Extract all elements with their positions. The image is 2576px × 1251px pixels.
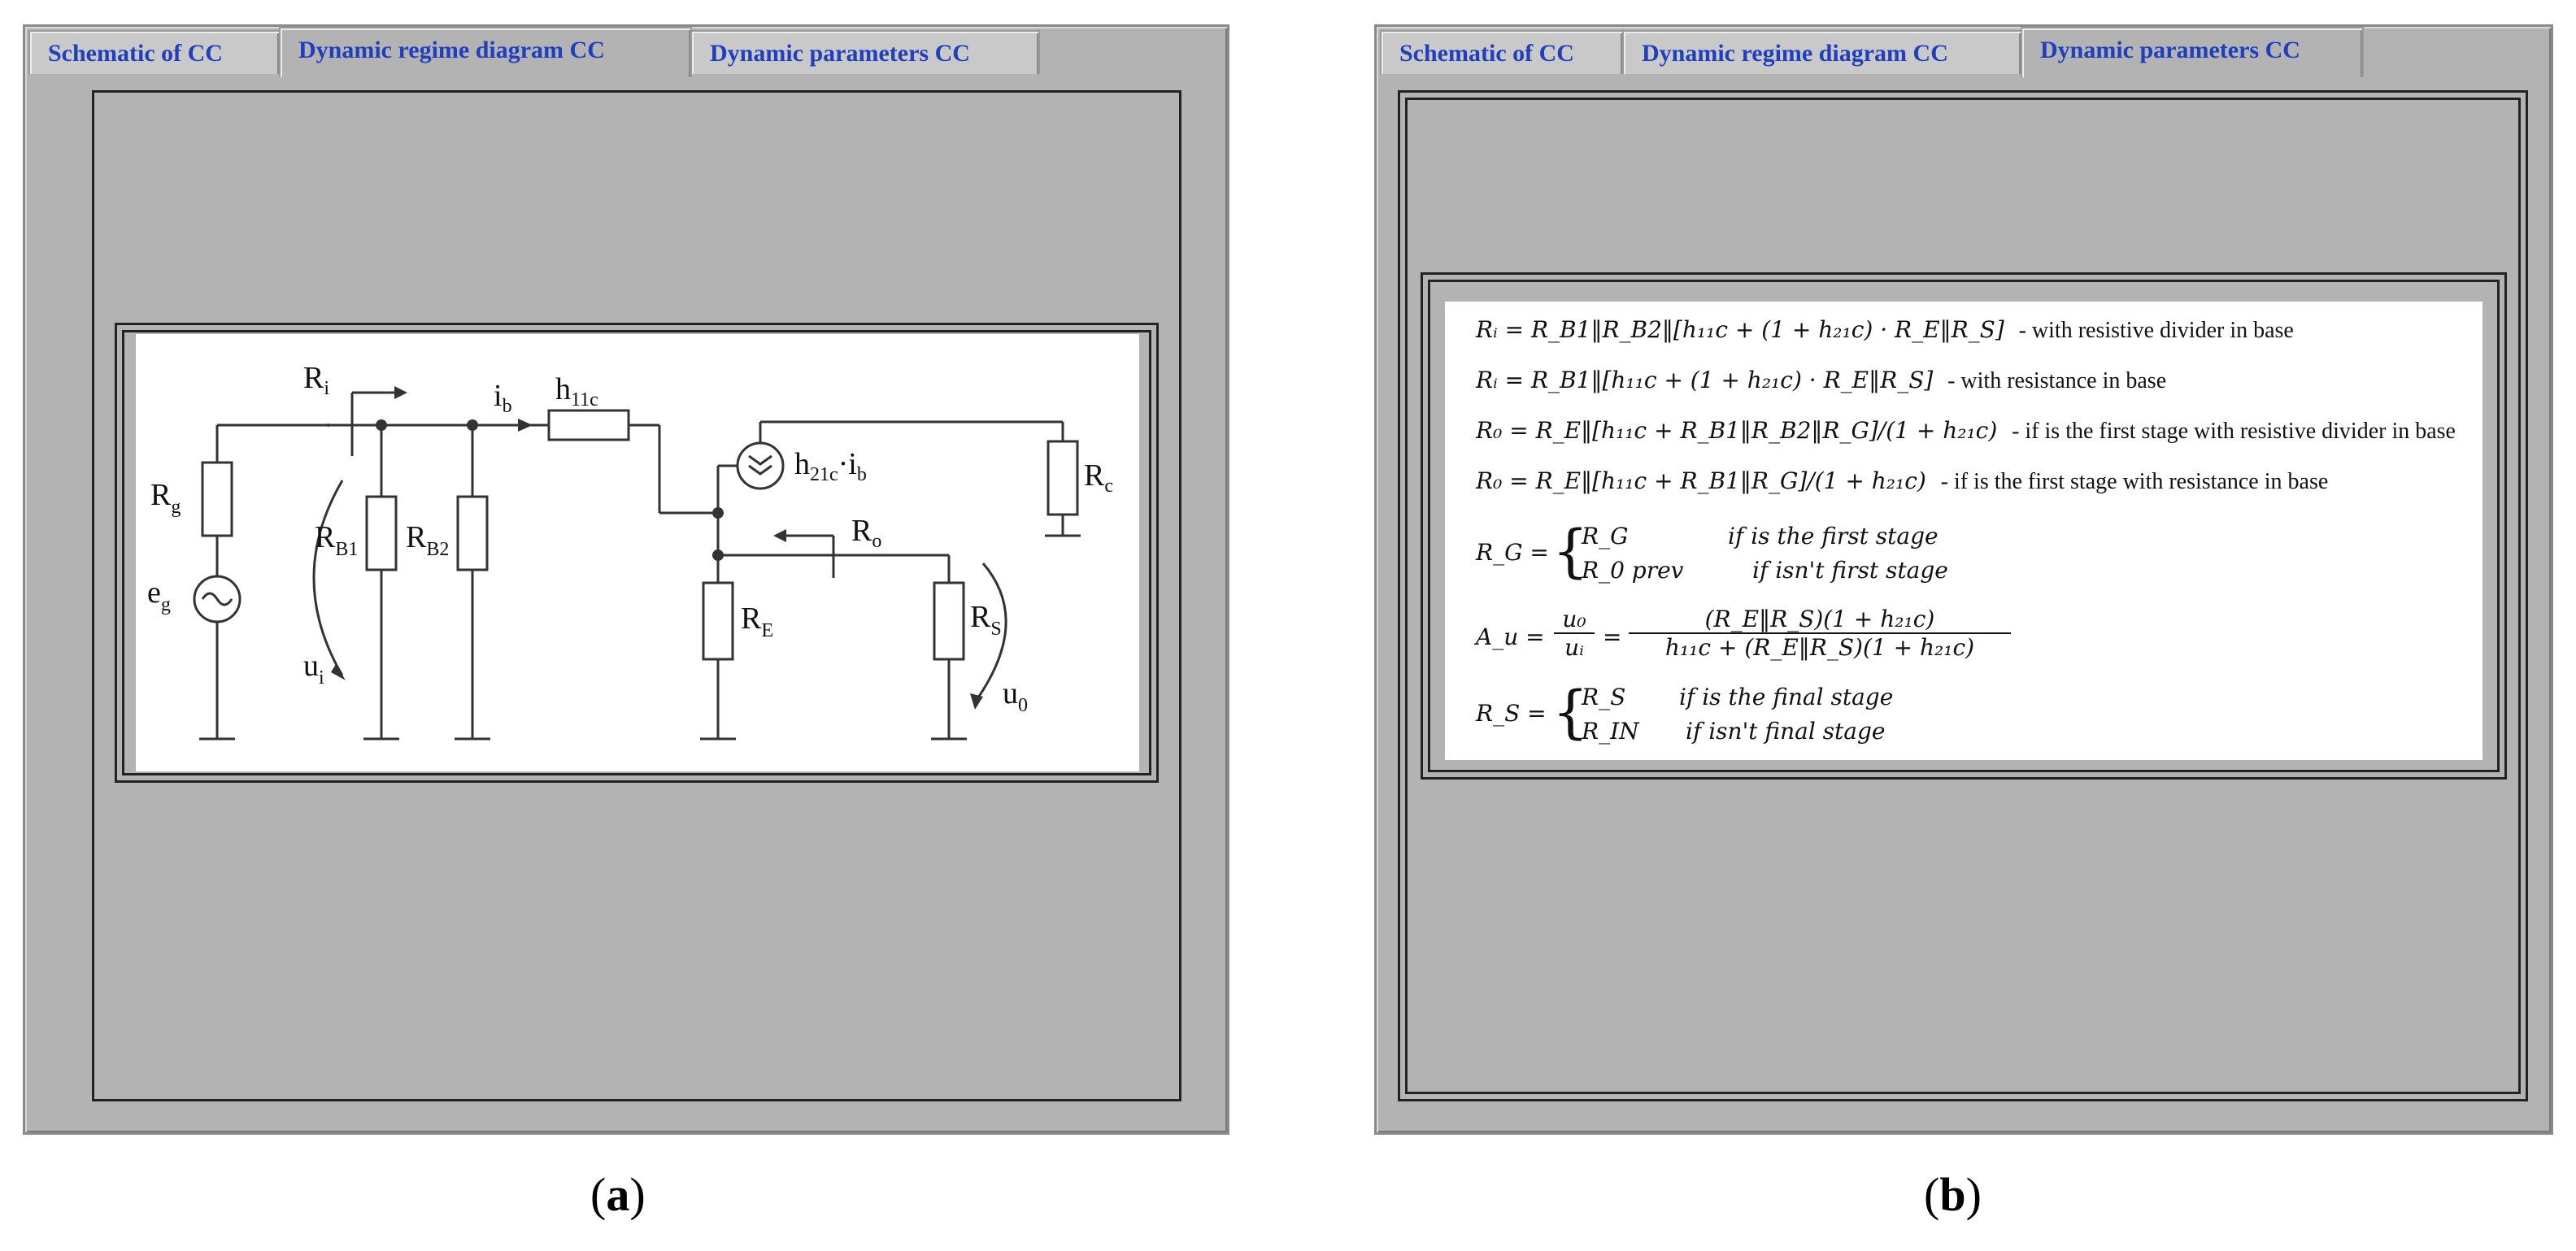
tab-bar: Schematic of CC Dynamic regime diagram C… — [1377, 27, 2551, 77]
circuit-svg: Ri ib h11c Rg eg RB1 RB2 ui h21c·ib Rc R… — [147, 361, 1113, 741]
tab-schematic-of-cc[interactable]: Schematic of CC — [28, 30, 281, 74]
caption-a: (a) — [590, 1168, 646, 1221]
equations-frame — [1421, 272, 2507, 780]
label-h21c-ib: h21c·ib — [794, 447, 867, 485]
eq-ri-resistance: Rᵢ = R_B1‖[h₁₁c + (1 + h₂₁c) · R_E‖R_S] … — [1476, 367, 2167, 393]
label-rs: RS — [970, 600, 1002, 640]
label-u0: u0 — [1003, 676, 1028, 716]
label-rc: Rc — [1084, 458, 1113, 497]
label-re: RE — [741, 602, 773, 641]
label-ri: Ri — [303, 361, 329, 399]
eq-r0-divider: R₀ = R_E‖[h₁₁c + R_B1‖R_B2‖R_G]/(1 + h₂₁… — [1476, 417, 2456, 444]
label-ui: ui — [303, 649, 324, 688]
label-rg: Rg — [150, 478, 181, 518]
label-h11c: h11c — [555, 372, 598, 410]
tab-dynamic-regime-diagram-cc[interactable]: Dynamic regime diagram CC — [1622, 30, 2022, 74]
tab-dynamic-regime-diagram-cc[interactable]: Dynamic regime diagram CC — [279, 27, 692, 77]
caption-b: (b) — [1924, 1168, 1982, 1221]
tab-dynamic-parameters-cc[interactable]: Dynamic parameters CC — [2021, 27, 2364, 77]
panel-b-window: Schematic of CC Dynamic regime diagram C… — [1374, 24, 2553, 1135]
equations-panel: Rᵢ = R_B1‖R_B2‖[h₁₁c + (1 + h₂₁c) · R_E‖… — [1445, 302, 2482, 760]
circuit-diagram: Ri ib h11c Rg eg RB1 RB2 ui h21c·ib Rc R… — [136, 334, 1139, 771]
label-ro: Ro — [851, 514, 881, 552]
tab-bar: Schematic of CC Dynamic regime diagram C… — [25, 27, 1227, 77]
outer-frame — [1398, 90, 2528, 1101]
label-rb2: RB2 — [406, 520, 449, 560]
tab-dynamic-parameters-cc[interactable]: Dynamic parameters CC — [690, 30, 1040, 74]
label-ib: ib — [494, 379, 512, 417]
panel-a-window: Schematic of CC Dynamic regime diagram C… — [23, 24, 1229, 1135]
diagram-frame — [115, 323, 1159, 783]
outer-frame — [92, 90, 1181, 1101]
label-rb1: RB1 — [315, 520, 358, 560]
tab-schematic-of-cc[interactable]: Schematic of CC — [1380, 30, 1624, 74]
eq-ri-divider: Rᵢ = R_B1‖R_B2‖[h₁₁c + (1 + h₂₁c) · R_E‖… — [1476, 316, 2294, 343]
label-eg: eg — [147, 576, 171, 615]
eq-r0-resistance: R₀ = R_E‖[h₁₁c + R_B1‖R_G]/(1 + h₂₁c) - … — [1476, 467, 2329, 494]
